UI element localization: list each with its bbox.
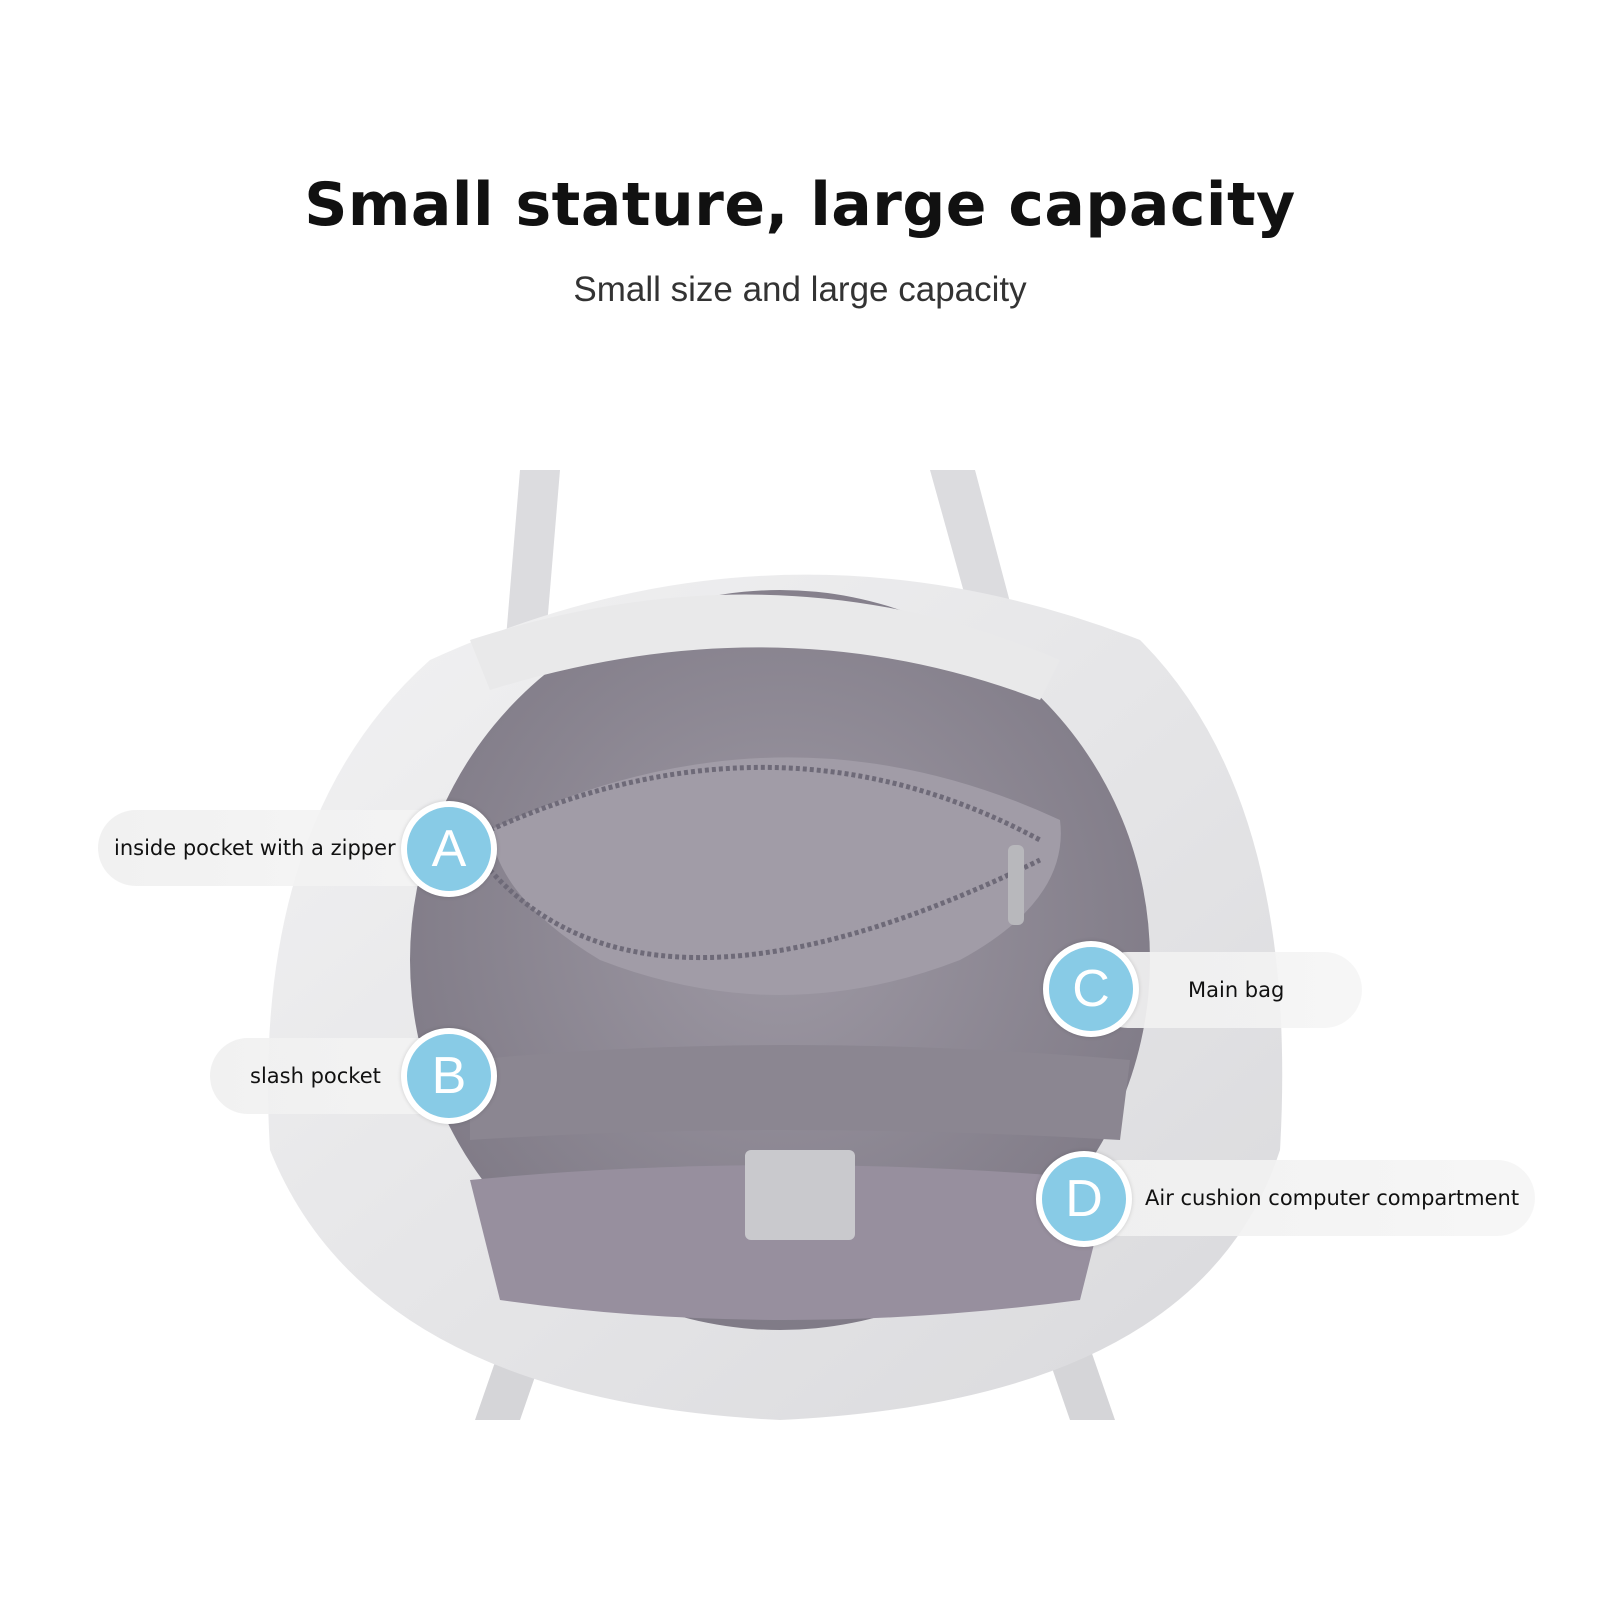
callout-d-badge: D [1036,1151,1132,1247]
handle-left [505,470,560,650]
callout-d-text: Air cushion computer compartment [1145,1186,1520,1210]
callout-a-text: inside pocket with a zipper [114,836,396,860]
callout-b-badge: B [401,1028,497,1124]
callout-c-badge: C [1043,941,1139,1037]
callout-c-text: Main bag [1188,978,1285,1002]
callout-a-badge: A [401,801,497,897]
page-title: Small stature, large capacity [304,170,1296,240]
callout-d-label: Air cushion computer compartment [1083,1160,1535,1236]
page-subtitle: Small size and large capacity [573,270,1027,309]
callout-b-text: slash pocket [250,1064,381,1088]
zipper-pocket [490,757,1061,995]
